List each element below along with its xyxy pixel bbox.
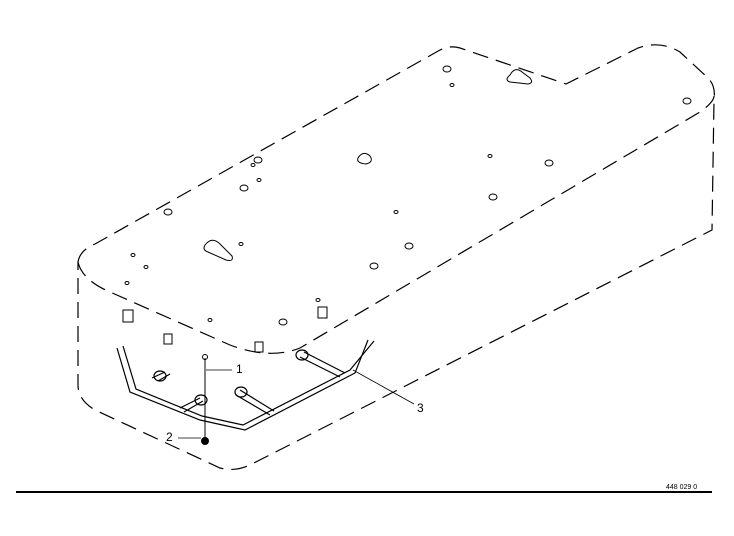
housing-holes <box>122 65 692 353</box>
leader-lines <box>178 369 415 439</box>
housing-outline <box>77 44 715 471</box>
callout-1: 1 <box>236 362 243 376</box>
callout-2: 2 <box>166 430 173 444</box>
drawing-number: 448 029 0 <box>666 484 698 491</box>
bolt <box>202 354 208 440</box>
nut <box>201 437 209 445</box>
callout-3: 3 <box>417 401 424 415</box>
bumper-bar <box>116 339 375 431</box>
